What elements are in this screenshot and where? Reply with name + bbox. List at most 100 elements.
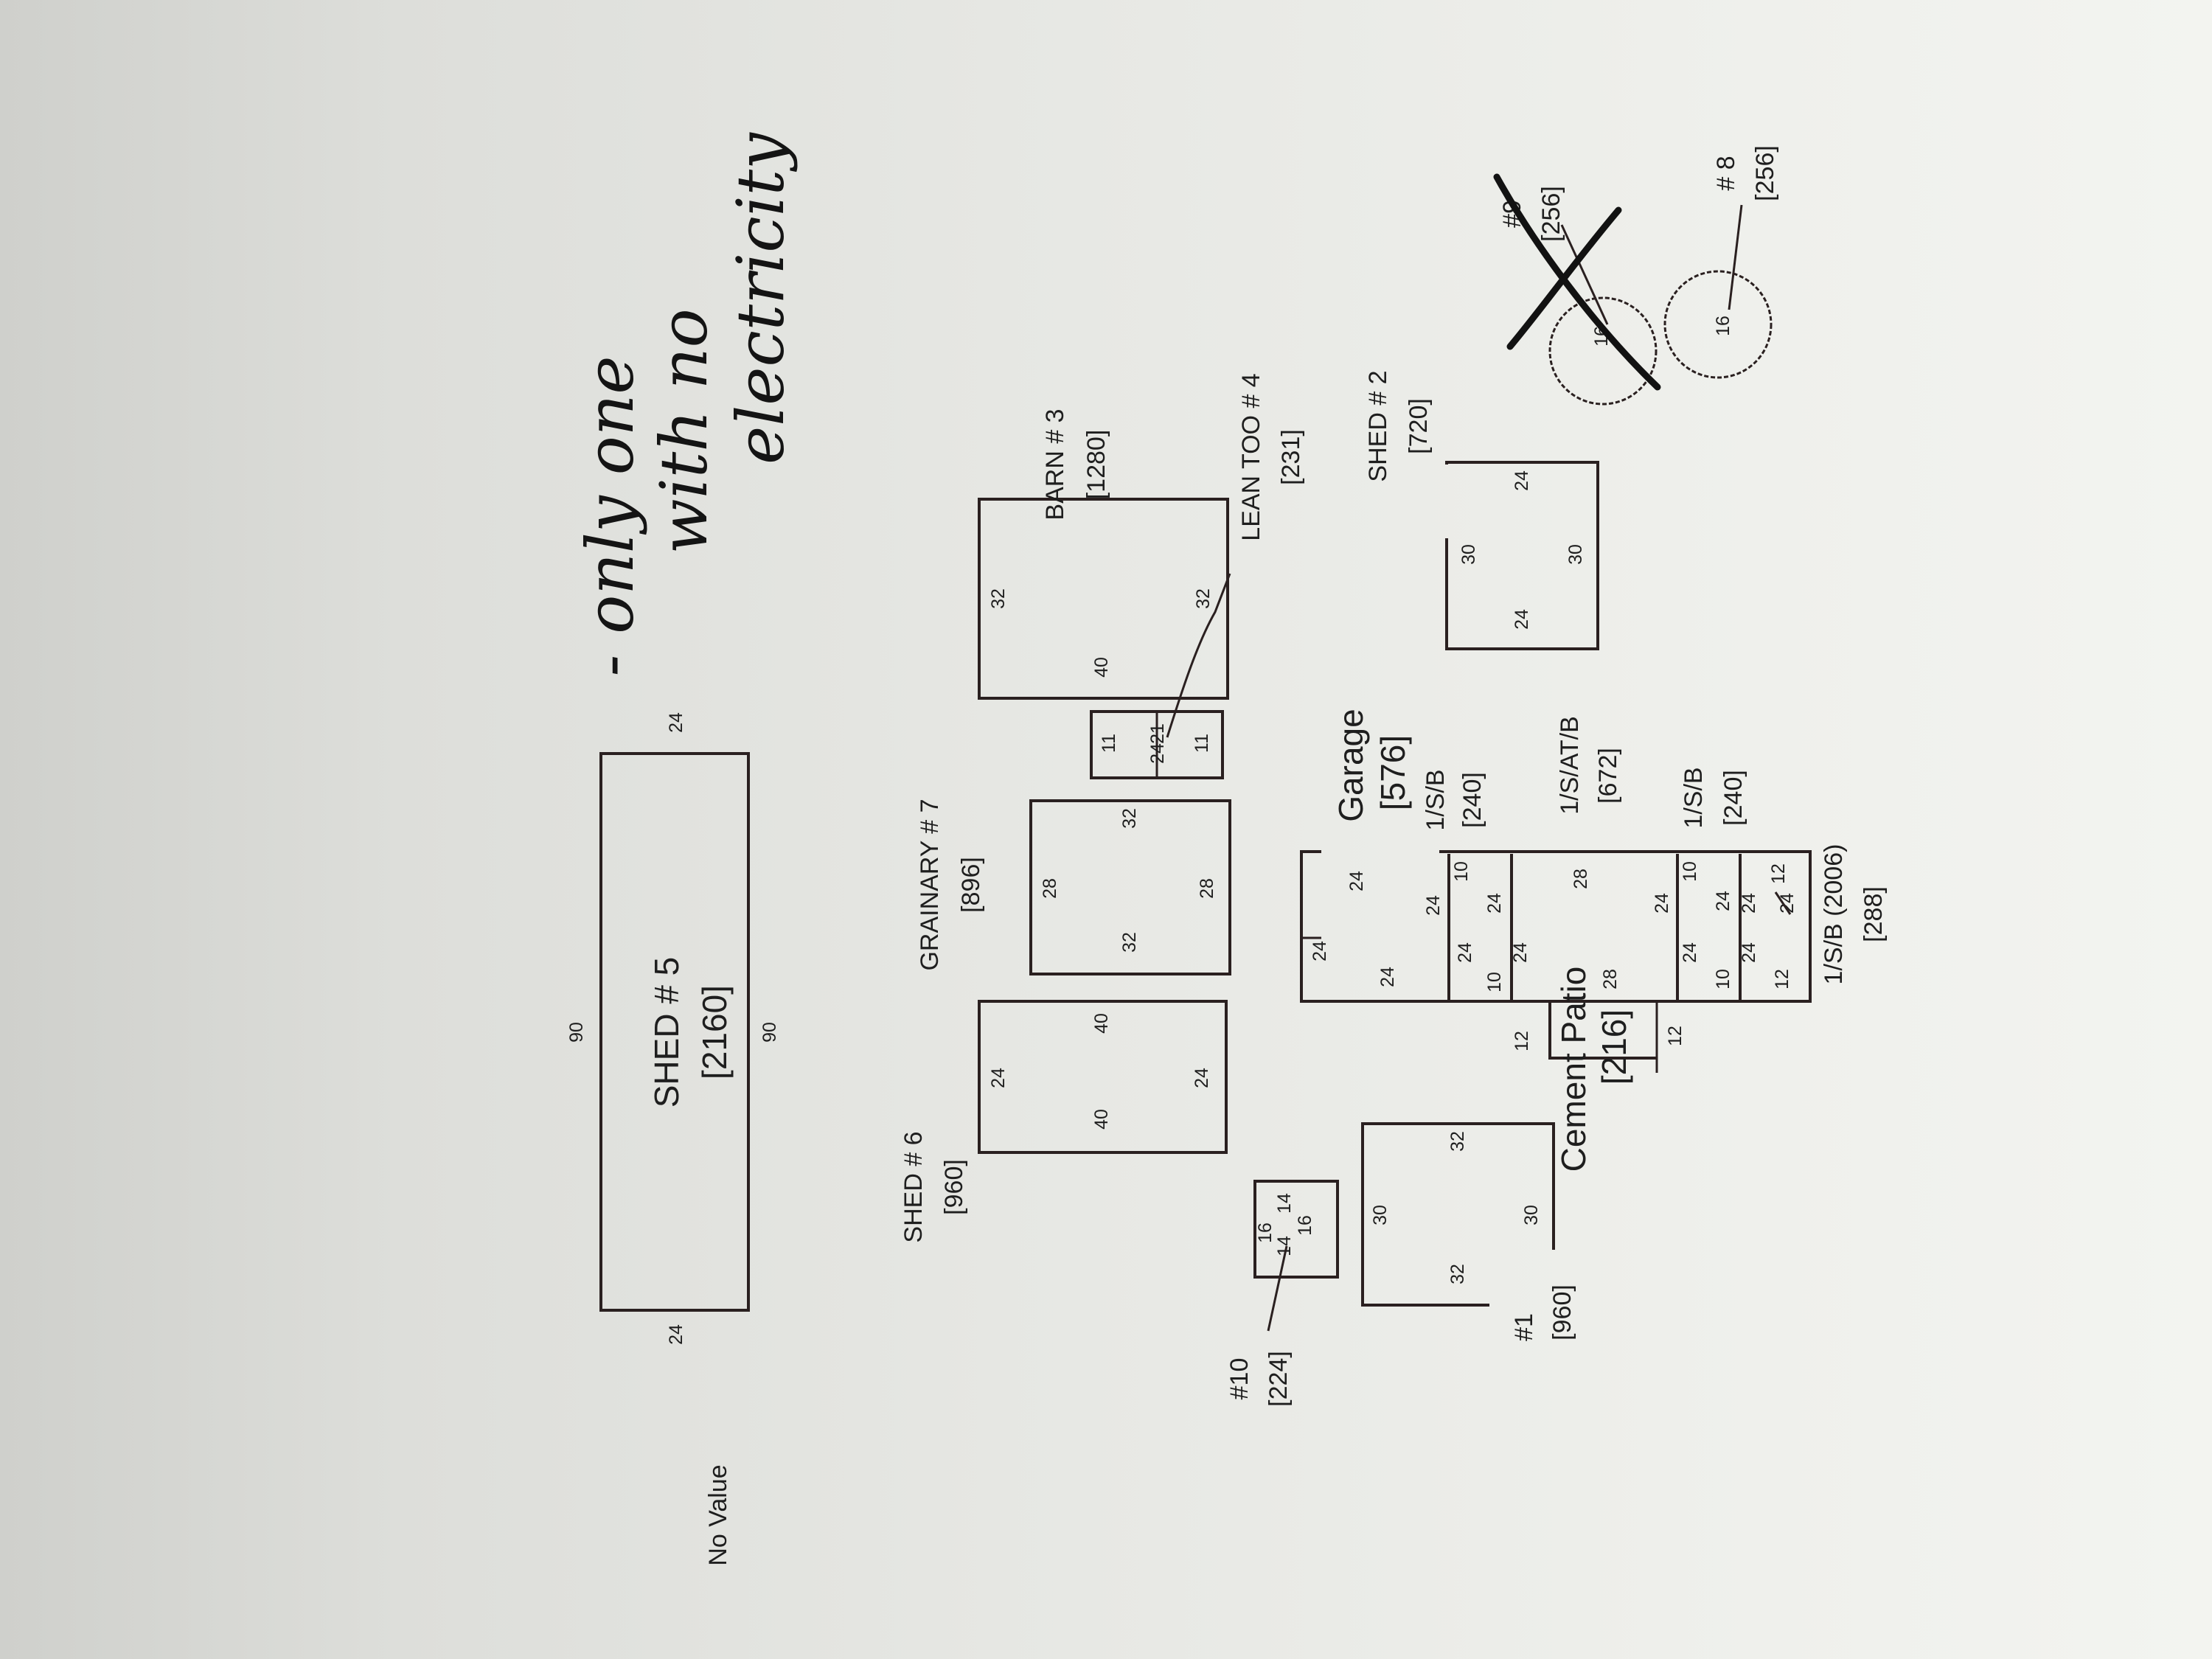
lean-too-leader xyxy=(1166,573,1231,738)
building-10-dim-top: 16 xyxy=(1255,1222,1276,1243)
building-1-area: [960] xyxy=(1548,1284,1576,1340)
silo-8-outline xyxy=(1663,270,1773,379)
shed-5: SHED # 5 [2160] 90 90 24 24 xyxy=(566,712,780,1345)
grainary-7-dim-left: 32 xyxy=(1119,932,1140,953)
wing-3-dim-c: 24 xyxy=(1680,942,1700,963)
building-10-dim-bottom: 16 xyxy=(1295,1215,1315,1236)
wing-1-dim-a: 10 xyxy=(1451,861,1472,882)
wing-1-dim-b: 24 xyxy=(1484,893,1505,914)
silo-8-area: [256] xyxy=(1751,145,1779,201)
garage-complex: Garage [576] 1/S/B [240] 1/S/AT/B [672] … xyxy=(1300,709,1888,1051)
wing-2-dim-c: 28 xyxy=(1571,869,1591,889)
handwritten-note: - only one with no electricity xyxy=(572,132,799,677)
shed-6-area: [960] xyxy=(940,1159,968,1215)
building-10-outline xyxy=(1253,1180,1339,1279)
wing-4-dim-a: 24 xyxy=(1739,893,1759,914)
silo-8-dim: 16 xyxy=(1713,316,1733,336)
note-line-3: electricity xyxy=(723,132,799,465)
wing-1-area: [240] xyxy=(1458,772,1486,828)
silo-8-leader xyxy=(1728,204,1743,310)
shed-6-dim-right: 40 xyxy=(1091,1013,1112,1034)
wing-4-dim-c: 12 xyxy=(1768,863,1789,884)
lean-too-dim-1: 11 xyxy=(1099,734,1119,753)
building-1: 30 32 32 30 #1 [960] xyxy=(1361,1122,1576,1341)
building-1-dim-top: 30 xyxy=(1370,1205,1391,1225)
wing-4-dim-b: 24 xyxy=(1739,942,1759,963)
wing-4-dim-e: 12 xyxy=(1772,969,1792,990)
shed-2-outline xyxy=(1445,461,1599,650)
lean-too-4-area: [231] xyxy=(1277,429,1305,485)
garage-dim-right: 24 xyxy=(1346,871,1367,891)
shed-5-dim-right: 24 xyxy=(666,712,686,733)
shed-6-outline xyxy=(978,1000,1228,1154)
shed-6-dim-left: 40 xyxy=(1091,1109,1112,1130)
lean-too-4: 11 21 24 11 LEAN TOO # 4 [231] xyxy=(1090,373,1305,779)
shed-6-dim-top: 24 xyxy=(988,1068,1009,1088)
wing-4-area: [288] xyxy=(1860,886,1888,942)
building-1-name: #1 xyxy=(1510,1313,1538,1341)
shed-2-dim-top: 30 xyxy=(1458,544,1479,565)
patio-area: [216] xyxy=(1595,1009,1633,1085)
garage-outline xyxy=(1300,850,1812,1003)
silo-9: 16 #9 [256] xyxy=(1493,173,1661,406)
barn-3-dim-left: 40 xyxy=(1091,657,1112,678)
grainary-7-name: GRAINARY # 7 xyxy=(916,799,944,970)
barn-3-dim-top: 32 xyxy=(988,588,1009,609)
shed-2-dim-left: 24 xyxy=(1512,609,1532,630)
lean-too-dim-2: 21 xyxy=(1147,723,1168,744)
garage-dim-bottom: 24 xyxy=(1423,895,1444,916)
wing-3-area: [240] xyxy=(1719,770,1747,826)
shed-5-area: [2160] xyxy=(695,985,734,1079)
note-line-2: with no xyxy=(646,308,722,554)
silo-8-name: # 8 xyxy=(1712,156,1740,190)
note-line-1: - only one xyxy=(572,356,648,677)
shed-5-outline xyxy=(599,752,750,1312)
cross-out-stroke-2 xyxy=(1506,206,1622,350)
wing-3-dim-d: 10 xyxy=(1713,969,1733,990)
wing-2-dim-b: 24 xyxy=(1652,893,1672,914)
building-1-outline xyxy=(1361,1122,1555,1307)
patio-outline xyxy=(1548,1001,1657,1060)
shed-5-dim-bottom: 90 xyxy=(759,1022,780,1043)
wing-1-dim-d: 10 xyxy=(1484,972,1505,992)
garage-dim-top: 24 xyxy=(1310,941,1330,961)
lean-too-4-name: LEAN TOO # 4 xyxy=(1237,373,1265,540)
building-10-dim-right: 14 xyxy=(1274,1193,1295,1214)
shed-5-dim-top: 90 xyxy=(566,1022,587,1043)
grainary-7-area: [896] xyxy=(957,857,985,913)
shed-2-name: SHED # 2 xyxy=(1364,370,1392,481)
wing-2-dim-a: 24 xyxy=(1510,942,1531,963)
patio-dim-bottom: 12 xyxy=(1665,1026,1686,1046)
cross-out-stroke-1 xyxy=(1493,173,1661,391)
wing-1-dim-c: 24 xyxy=(1455,942,1475,963)
building-1-dim-right: 32 xyxy=(1447,1131,1468,1152)
building-10: 16 14 16 14 #10 [224] xyxy=(1225,1180,1339,1407)
patio-name: Cement Patio xyxy=(1554,967,1593,1172)
wing-2-dim-d: 28 xyxy=(1600,969,1621,990)
lean-too-dim-4: 11 xyxy=(1192,734,1212,753)
silo-9-leader xyxy=(1560,224,1609,325)
shed-2-dim-bottom: 30 xyxy=(1565,544,1586,565)
garage-name: Garage xyxy=(1332,709,1370,821)
lean-too-dim-3: 24 xyxy=(1147,743,1168,764)
barn-3-area: [1280] xyxy=(1082,430,1110,500)
barn-3-dim-bottom: 32 xyxy=(1193,588,1214,609)
wing-3-dim-a: 10 xyxy=(1680,861,1700,882)
wing-3-name: 1/S/B xyxy=(1680,767,1708,828)
shed-6-name: SHED # 6 xyxy=(900,1131,928,1242)
silo-9-area: [256] xyxy=(1537,186,1565,242)
cement-patio: Cement Patio [216] xyxy=(1548,967,1658,1172)
garage-dim-left: 24 xyxy=(1377,967,1398,987)
barn-3-outline xyxy=(978,498,1229,700)
barn-3-name: BARN # 3 xyxy=(1041,408,1069,520)
grainary-7-dim-bottom: 28 xyxy=(1197,878,1217,899)
shed-2-area: [720] xyxy=(1405,398,1433,454)
shed-6-dim-bottom: 24 xyxy=(1192,1068,1212,1088)
building-10-name: #10 xyxy=(1225,1358,1253,1400)
patio-dim-top: 12 xyxy=(1512,1031,1532,1051)
shed-5-name: SHED # 5 xyxy=(647,957,686,1108)
no-value-label: No Value xyxy=(704,1464,732,1565)
grainary-7-outline xyxy=(1029,799,1231,975)
building-10-leader xyxy=(1267,1245,1288,1332)
building-1-dim-left: 32 xyxy=(1447,1264,1468,1284)
